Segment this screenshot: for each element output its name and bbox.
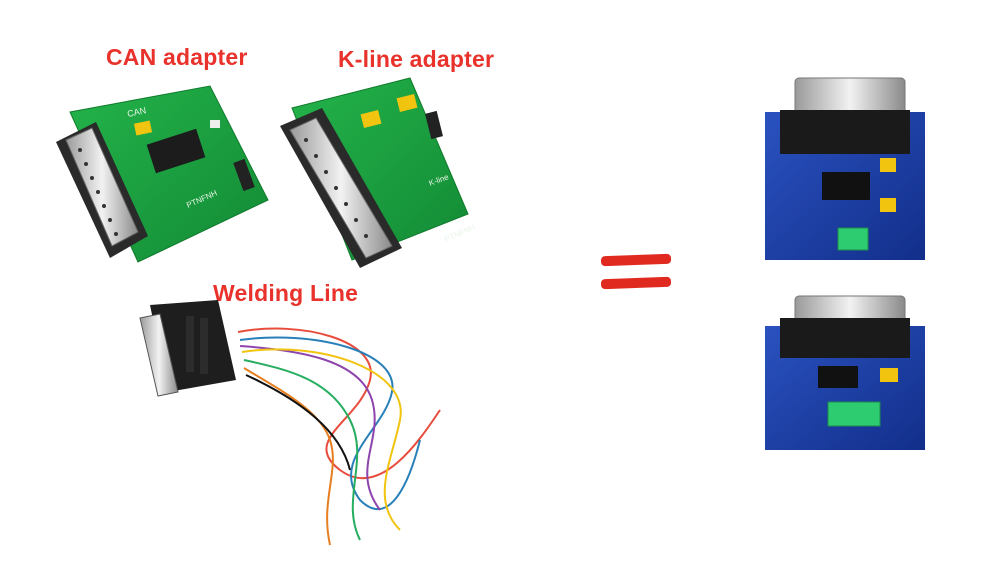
blue-1-connector-hood — [780, 110, 910, 154]
can-ic-chip — [146, 128, 206, 174]
welding-line-cable — [139, 300, 441, 546]
blue-2-capacitor — [880, 368, 898, 382]
blue-1-terminal-block — [837, 227, 869, 251]
blue-can-board — [765, 77, 925, 260]
blue-1-capacitor-2 — [880, 198, 896, 212]
k-line-adapter-label: K-line adapter — [338, 46, 495, 72]
k-line-header-pins — [425, 110, 443, 140]
welding-line-label: Welding Line — [213, 280, 359, 306]
can-adapter-board: CAN PTNFNH — [56, 85, 269, 263]
equals-sign — [600, 253, 672, 290]
blue-k-line-board — [765, 295, 925, 450]
k-line-capacitor-2 — [396, 94, 418, 112]
k-line-adapter-board: K-line PTNFNH — [280, 77, 477, 268]
can-header-pins — [233, 158, 255, 192]
can-silk-text: CAN — [126, 105, 147, 119]
k-line-capacitor-1 — [360, 110, 382, 128]
can-capacitor — [133, 120, 153, 136]
can-db25-connector — [56, 122, 148, 258]
blue-1-ic-chip — [822, 172, 870, 200]
blue-2-connector-hood — [780, 318, 910, 358]
k-line-db25-connector — [280, 108, 402, 268]
welding-db25-pins — [139, 313, 179, 397]
blue-1-capacitor-1 — [880, 158, 896, 172]
blue-2-terminal-block — [827, 401, 881, 427]
k-line-brand-text: PTNFNH — [443, 222, 477, 244]
can-adapter-label: CAN adapter — [106, 44, 248, 70]
can-led — [210, 120, 220, 128]
blue-2-ic-chip — [818, 366, 858, 388]
